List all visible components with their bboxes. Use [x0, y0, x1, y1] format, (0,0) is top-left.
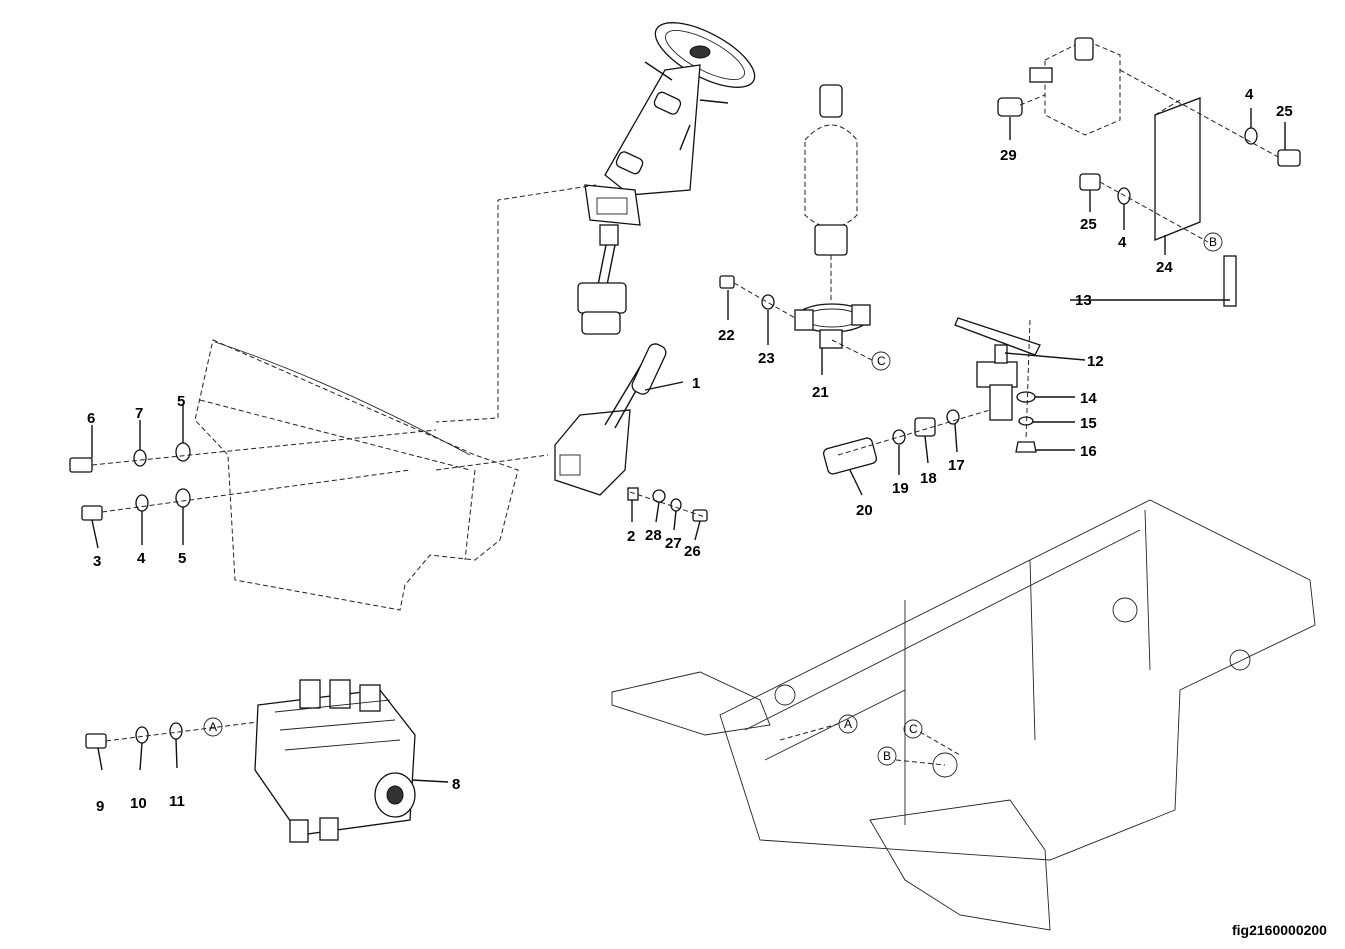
- callout-14: 14: [1080, 390, 1097, 407]
- callout-4a: 4: [137, 550, 146, 567]
- figure-id: fig2160000200: [1232, 922, 1327, 938]
- callout-lines: [91, 108, 1286, 783]
- column-leader-line: [435, 184, 597, 423]
- callout-labels: 1 2 3 4 4 4 5 5 6 7 8 9 10 11 12 13 14 1…: [87, 86, 1293, 815]
- callout-13: 13: [1075, 292, 1092, 309]
- callout-4b: 4: [1118, 234, 1127, 251]
- callout-25a: 25: [1080, 216, 1097, 233]
- callout-28: 28: [645, 527, 662, 544]
- callout-1: 1: [692, 375, 700, 392]
- marker-a-frame: A: [844, 717, 852, 731]
- steering-column: [577, 22, 756, 335]
- callout-29: 29: [1000, 147, 1017, 164]
- callout-6: 6: [87, 410, 95, 427]
- control-valve: [254, 679, 416, 843]
- chassis-frame: [611, 499, 1316, 931]
- callout-24: 24: [1156, 259, 1173, 276]
- marker-a-valve: A: [209, 720, 217, 734]
- marker-c-frame: C: [909, 722, 918, 736]
- callout-5a: 5: [177, 393, 185, 410]
- callout-23: 23: [758, 350, 775, 367]
- callout-4c: 4: [1245, 86, 1254, 103]
- callout-3: 3: [93, 553, 101, 570]
- dash-panel: [194, 339, 519, 611]
- callout-12: 12: [1087, 353, 1104, 370]
- callout-19: 19: [892, 480, 909, 497]
- valve-block: [997, 37, 1201, 241]
- callout-9: 9: [96, 798, 104, 815]
- callout-2: 2: [627, 528, 635, 545]
- marker-c-clamp: C: [877, 354, 886, 368]
- throttle-lever: [554, 343, 667, 501]
- callout-20: 20: [856, 502, 873, 519]
- callout-27: 27: [665, 535, 682, 552]
- callout-25b: 25: [1276, 103, 1293, 120]
- callout-5b: 5: [178, 550, 186, 567]
- callout-22: 22: [718, 327, 735, 344]
- fasteners: [69, 127, 1301, 749]
- callout-16: 16: [1080, 443, 1097, 460]
- accumulator: [804, 84, 858, 300]
- callout-8: 8: [452, 776, 460, 793]
- pedal-assembly: [954, 317, 1041, 421]
- callout-15: 15: [1080, 415, 1097, 432]
- leader-lines: [91, 69, 1281, 766]
- callout-11: 11: [169, 793, 185, 810]
- reference-markers: A A B B C C: [203, 232, 1223, 766]
- callout-10: 10: [130, 795, 147, 812]
- clamp: [794, 303, 871, 349]
- callout-7: 7: [135, 405, 143, 422]
- callout-17: 17: [948, 457, 965, 474]
- callout-18: 18: [920, 470, 937, 487]
- marker-b-frame: B: [883, 749, 891, 763]
- callout-21: 21: [812, 384, 829, 401]
- callout-26: 26: [684, 543, 701, 560]
- marker-b-plate: B: [1209, 235, 1217, 249]
